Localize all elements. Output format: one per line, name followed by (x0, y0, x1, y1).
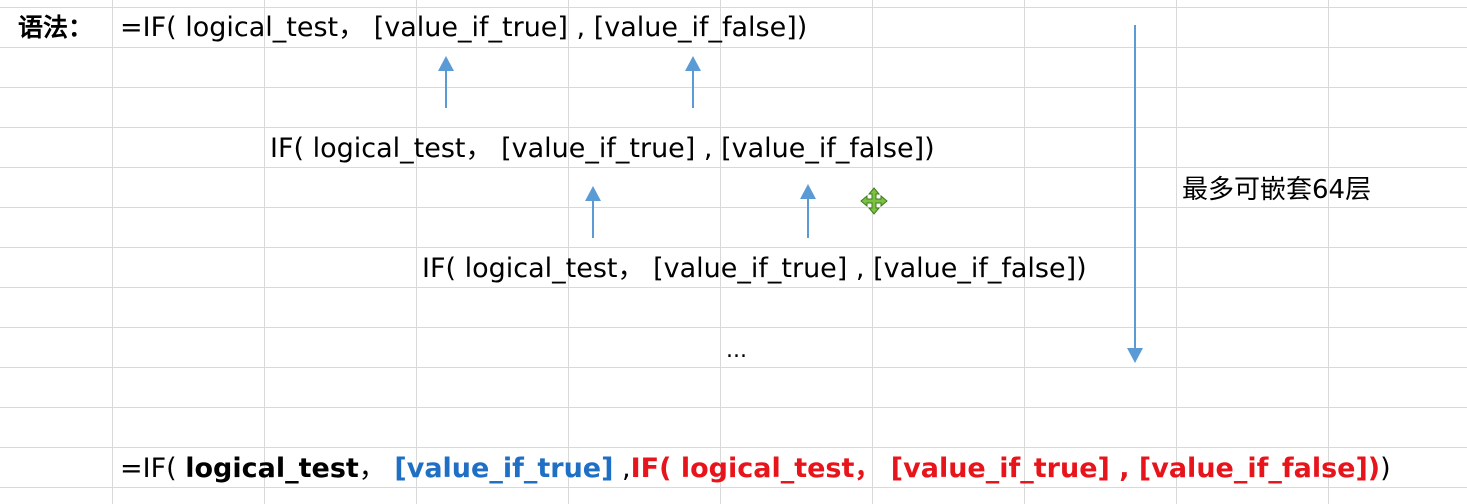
syntax-label: 语法： (18, 13, 94, 42)
arrow-to-value-if-false (685, 56, 701, 108)
max-nesting-note: 最多可嵌套64层 (1182, 175, 1372, 205)
example-logical-test: logical_test (185, 453, 359, 484)
example-sep-1: ， (358, 453, 395, 484)
example-suffix: ) (1380, 453, 1391, 484)
arrow-to-value-if-true (438, 56, 454, 108)
nested-if-level-2: IF( logical_test， [value_if_true] , [val… (422, 253, 1087, 284)
arrow-to-level1-true (585, 186, 601, 238)
example-prefix: =IF( (120, 453, 186, 484)
arrow-to-level1-false (800, 184, 816, 238)
example-nested-if: IF( logical_test， [value_if_true] , [val… (630, 453, 1381, 484)
example-sep-2: , (613, 453, 631, 484)
nesting-depth-arrow (1127, 25, 1143, 363)
nested-if-level-1: IF( logical_test， [value_if_true] , [val… (270, 133, 935, 164)
ellipsis: ... (726, 338, 747, 363)
syntax-formula: =IF( logical_test， [value_if_true] , [va… (120, 12, 808, 43)
example-formula: =IF( logical_test， [value_if_true] ,IF( … (120, 452, 1391, 486)
example-value-if-true: [value_if_true] (394, 453, 614, 484)
move-cursor-icon (860, 187, 888, 215)
